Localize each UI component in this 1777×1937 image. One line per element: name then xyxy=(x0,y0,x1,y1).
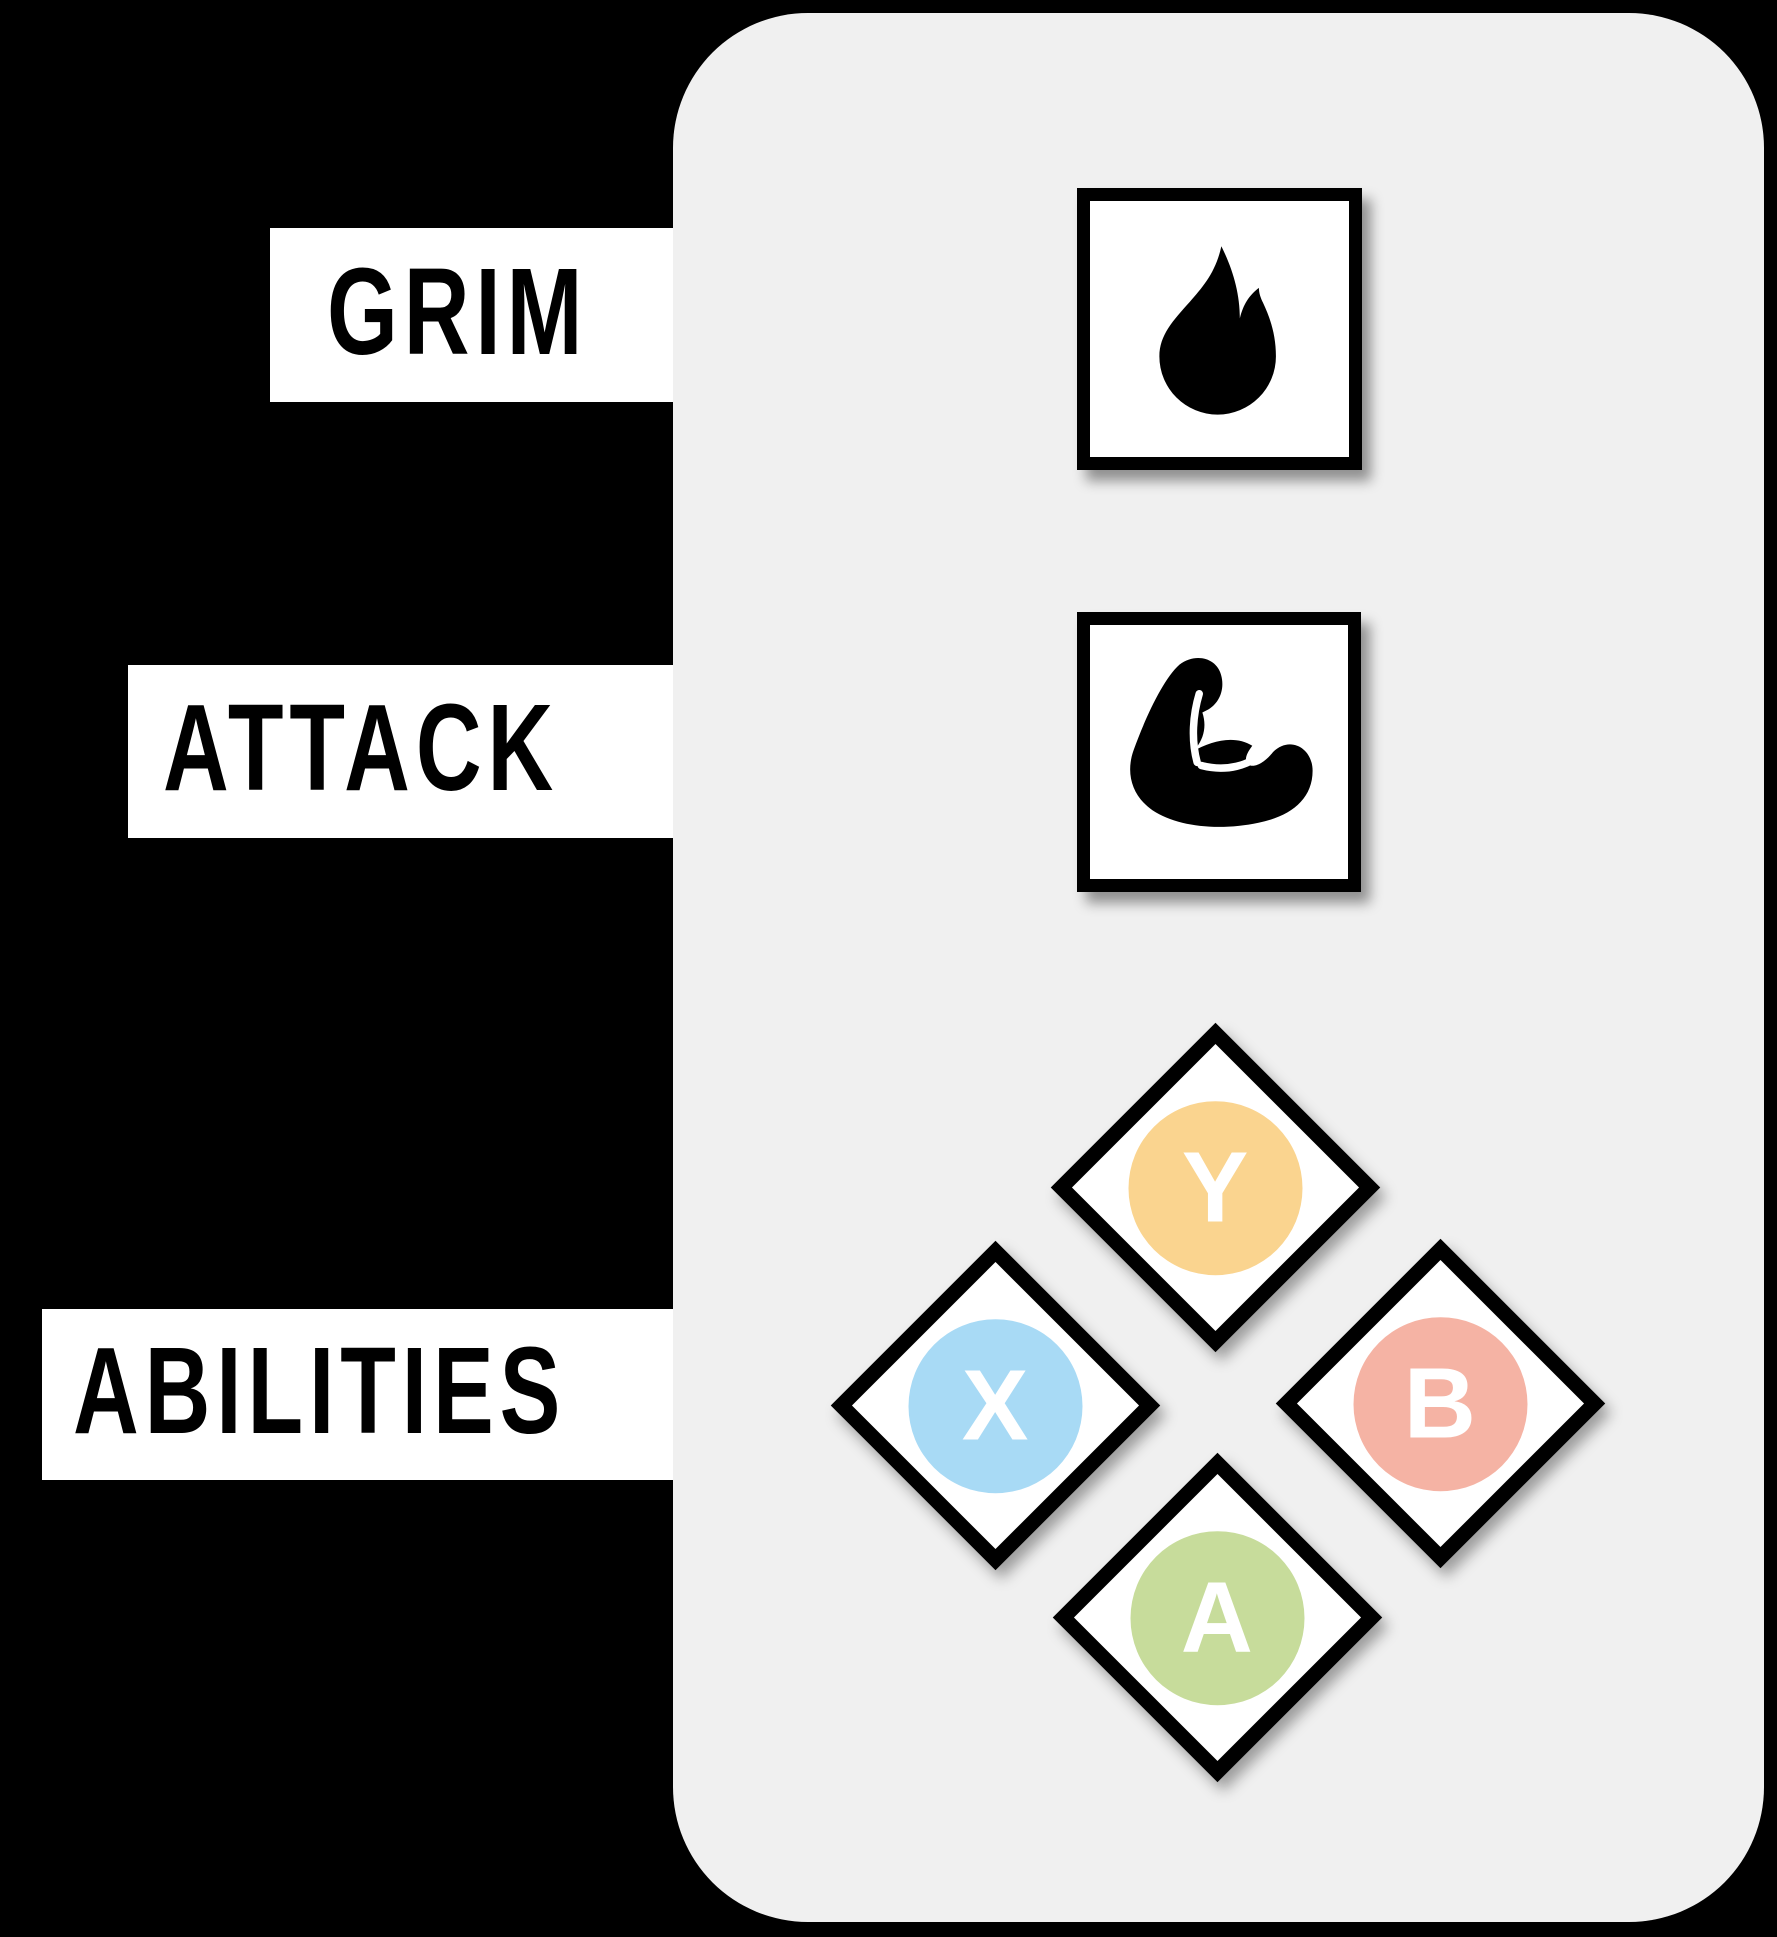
ability-button-a-circle: A xyxy=(1094,1494,1341,1741)
ability-button-y-label: Y xyxy=(1182,1131,1249,1244)
flexed-biceps-icon xyxy=(1100,648,1338,856)
ability-button-a-label: A xyxy=(1181,1561,1254,1674)
abilities-label: ABILITIES xyxy=(42,1309,690,1480)
ability-button-y-circle: Y xyxy=(1092,1064,1339,1311)
ability-button-x-label: X xyxy=(962,1349,1029,1462)
grim-icon-box xyxy=(1077,188,1362,470)
attack-icon-box xyxy=(1077,612,1361,892)
ability-button-x-circle: X xyxy=(872,1282,1119,1529)
flame-icon xyxy=(1127,222,1312,437)
ability-button-a-diamond: A xyxy=(1052,1452,1383,1783)
ability-button-b-circle: B xyxy=(1317,1280,1564,1527)
ability-button-b-label: B xyxy=(1404,1347,1477,1460)
ability-button-a[interactable]: A xyxy=(1052,1452,1383,1783)
ability-button-b[interactable]: B xyxy=(1275,1238,1606,1569)
grim-label-text: GRIM xyxy=(327,243,589,381)
grim-label: GRIM xyxy=(270,228,716,402)
abilities-label-text: ABILITIES xyxy=(73,1323,567,1460)
ability-button-y[interactable]: Y xyxy=(1050,1022,1381,1353)
ability-button-x[interactable]: X xyxy=(830,1240,1161,1571)
attack-label-text: ATTACK xyxy=(163,680,560,817)
attack-label: ATTACK xyxy=(128,665,694,838)
